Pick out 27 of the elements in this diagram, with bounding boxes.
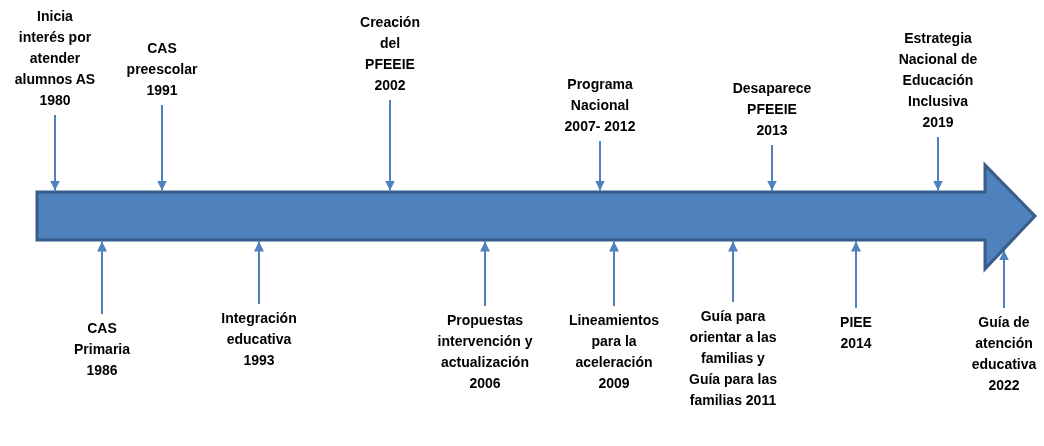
timeline-arrow <box>35 161 1038 273</box>
arrow <box>595 140 605 192</box>
arrow <box>480 240 490 307</box>
arrow <box>385 99 395 192</box>
event-label: Lineamientos para la aceleración 2009 <box>566 310 662 394</box>
arrow <box>851 240 861 309</box>
arrow <box>157 104 167 192</box>
event-label: CAS Primaria 1986 <box>63 318 141 381</box>
arrow <box>609 240 619 307</box>
arrow <box>728 240 738 303</box>
arrow <box>97 240 107 315</box>
event-label: Creación del PFEEIE 2002 <box>357 12 423 96</box>
arrow <box>999 249 1009 309</box>
arrow <box>50 114 60 192</box>
arrow <box>767 144 777 192</box>
event-label: Inicia interés por atender alumnos AS 1980 <box>14 6 96 111</box>
event-label: Propuestas intervención y actualización 2006 <box>430 310 540 394</box>
event-label: PIEE 2014 <box>831 312 881 354</box>
arrow <box>254 240 264 305</box>
event-label: Programa Nacional 2007- 2012 <box>560 74 640 137</box>
arrow <box>933 136 943 192</box>
event-label: Guía para orientar a las familias y Guía para las familias 2011 <box>689 306 777 411</box>
event-label: Integración educativa 1993 <box>214 308 304 371</box>
event-label: Desaparece PFEEIE 2013 <box>732 78 812 141</box>
event-label: CAS preescolar 1991 <box>118 38 206 101</box>
event-label: Estrategia Nacional de Educación Inclusiva 2019 <box>894 28 982 133</box>
event-label: Guía de atención educativa 2022 <box>968 312 1040 396</box>
